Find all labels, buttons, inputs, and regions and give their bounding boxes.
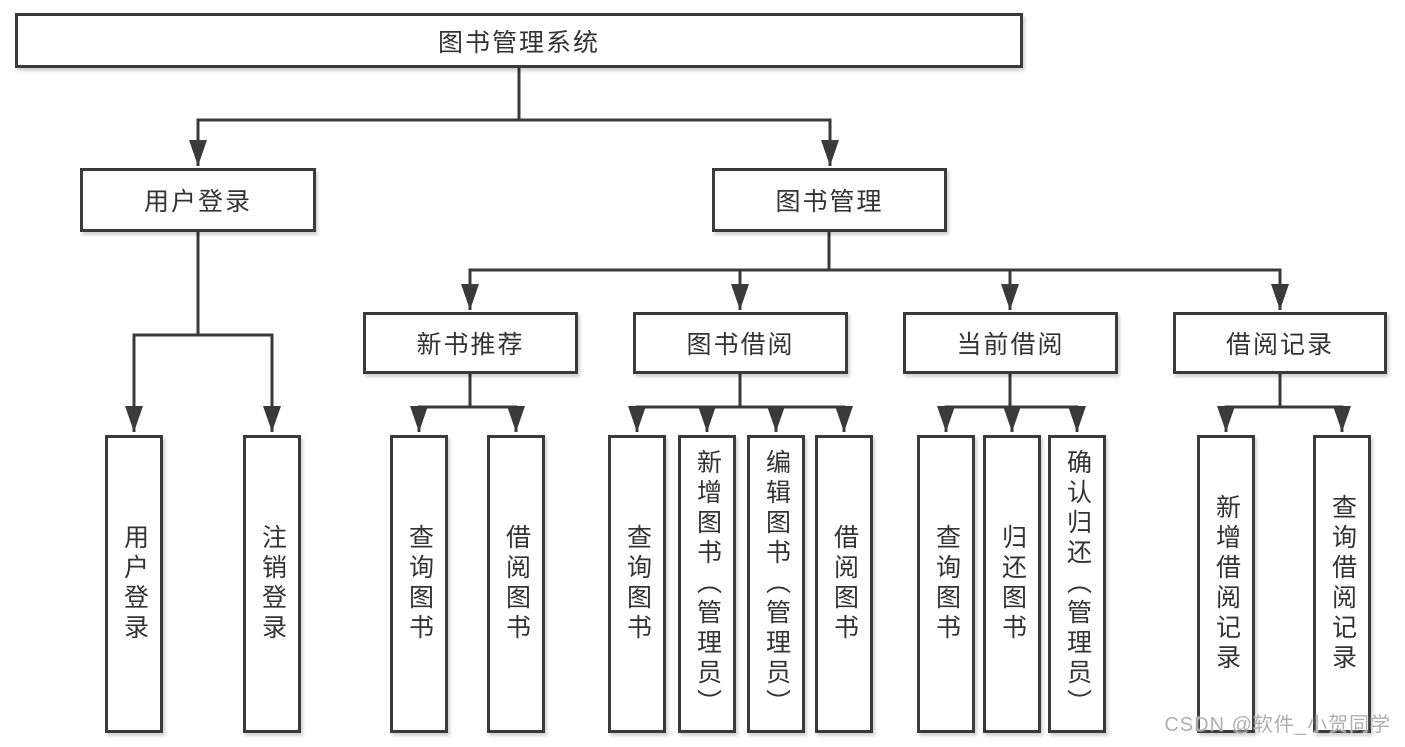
leaf-add-book-admin-label: 新增图书（管理员） (693, 449, 722, 719)
leaf-return-books: 归还图书 (983, 435, 1041, 733)
leaf-user-login: 用户登录 (105, 435, 163, 733)
node-book-borrowing: 图书借阅 (633, 312, 848, 374)
leaf-logout-label: 注销登录 (258, 524, 287, 644)
leaf-borrow-books-borrowing-label: 借阅图书 (830, 524, 859, 644)
csdn-watermark: CSDN @软件_小贺同学 (1164, 714, 1391, 736)
leaf-add-borrow-record: 新增借阅记录 (1197, 435, 1255, 733)
leaf-edit-book-admin: 编辑图书（管理员） (747, 435, 805, 733)
leaf-query-books-recommend: 查询图书 (390, 435, 448, 733)
leaf-query-books-borrowing: 查询图书 (608, 435, 666, 733)
leaf-edit-book-admin-label: 编辑图书（管理员） (762, 449, 791, 719)
node-root-library-system: 图书管理系统 (15, 13, 1023, 68)
leaf-borrow-books-borrowing: 借阅图书 (815, 435, 873, 733)
node-new-book-recommendation: 新书推荐 (363, 312, 578, 374)
node-borrowing-records: 借阅记录 (1173, 312, 1387, 374)
leaf-confirm-return-admin-label: 确认归还（管理员） (1063, 449, 1092, 719)
leaf-confirm-return-admin: 确认归还（管理员） (1048, 435, 1106, 733)
leaf-logout: 注销登录 (243, 435, 301, 733)
leaf-query-books-current-label: 查询图书 (932, 524, 961, 644)
leaf-add-borrow-record-label: 新增借阅记录 (1212, 494, 1241, 674)
leaf-query-books-recommend-label: 查询图书 (405, 524, 434, 644)
leaf-query-books-borrowing-label: 查询图书 (623, 524, 652, 644)
node-current-borrowing: 当前借阅 (903, 312, 1118, 374)
leaf-return-books-label: 归还图书 (998, 524, 1027, 644)
node-book-management-branch: 图书管理 (712, 168, 947, 232)
leaf-borrow-books-recommend: 借阅图书 (487, 435, 545, 733)
leaf-user-login-label: 用户登录 (120, 524, 149, 644)
leaf-add-book-admin: 新增图书（管理员） (678, 435, 736, 733)
leaf-query-borrow-record-label: 查询借阅记录 (1328, 494, 1357, 674)
leaf-borrow-books-recommend-label: 借阅图书 (502, 524, 531, 644)
leaf-query-borrow-record: 查询借阅记录 (1313, 435, 1371, 733)
node-user-login-branch: 用户登录 (80, 168, 316, 232)
leaf-query-books-current: 查询图书 (917, 435, 975, 733)
